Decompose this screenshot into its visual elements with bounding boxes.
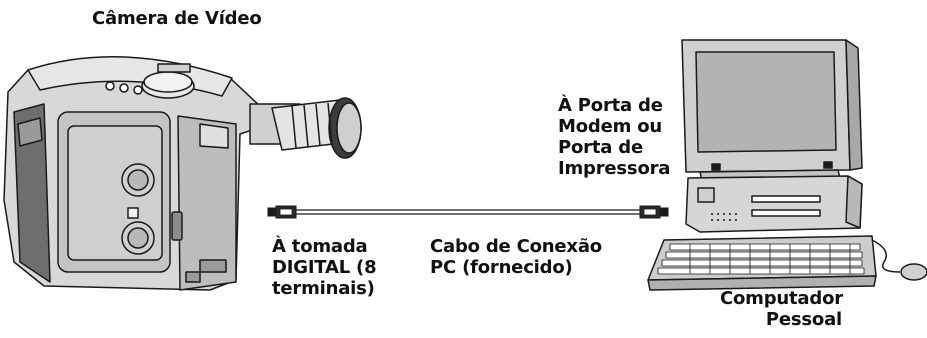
port-label: À Porta de Modem ou Porta de Impressora [558,95,671,179]
mouse-icon [871,239,927,281]
keyboard-icon [647,235,877,291]
desktop-computer-icon [681,39,863,233]
cable-label: Cabo de Conexão PC (fornecido) [430,236,602,278]
computer-label: Computador Pessoal [720,288,843,330]
video-camera-icon [3,56,362,291]
digital-jack-label: À tomada DIGITAL (8 terminais) [272,236,377,299]
camera-label: Câmera de Vídeo [92,8,262,29]
cable-plug-left [267,207,277,217]
cable-plug-right [659,207,669,217]
connection-cable [267,205,669,219]
